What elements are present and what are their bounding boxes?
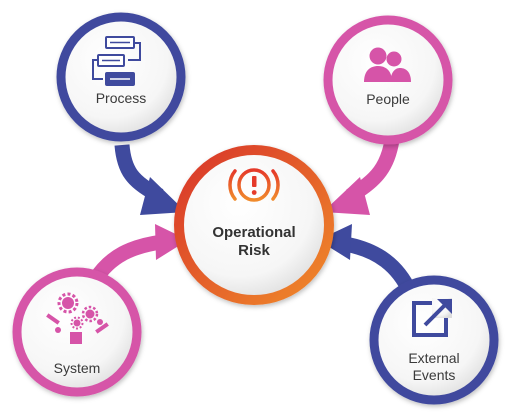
external-events-line2: Events (412, 366, 456, 383)
people-label: People (366, 91, 410, 107)
arrow-people-to-center (323, 138, 400, 215)
node-external-events (369, 275, 499, 405)
system-label: System (53, 360, 101, 376)
process-flow-icon (92, 36, 141, 86)
node-process (56, 12, 186, 142)
node-system (12, 267, 142, 397)
external-events-line1: External (408, 350, 460, 366)
external-link-icon (412, 298, 452, 337)
gears-icon (46, 292, 109, 344)
center-label-line1: Operational (212, 224, 296, 241)
node-operational-risk (174, 145, 334, 305)
node-people (323, 15, 453, 145)
arrow-process-to-center (114, 144, 186, 215)
external-events-label: External Events (384, 350, 484, 384)
center-label: Operational Risk (194, 224, 314, 260)
process-label: Process (95, 90, 147, 106)
center-label-line2: Risk (238, 242, 270, 259)
arrow-system-to-center (88, 224, 188, 285)
people-icon (364, 47, 411, 82)
warning-icon (228, 168, 280, 202)
